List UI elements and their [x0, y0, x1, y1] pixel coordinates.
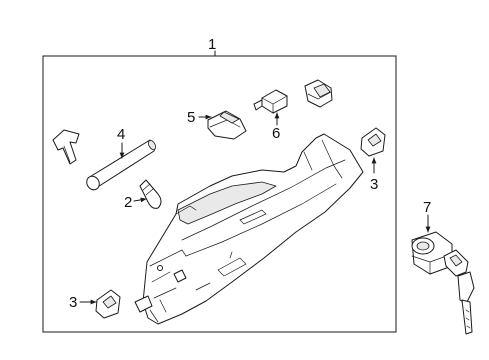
- callout-2-leader: [133, 197, 147, 203]
- callout-4: 4: [117, 126, 125, 159]
- part-clip-t: [52, 129, 80, 165]
- callout-6-label: 6: [272, 125, 280, 142]
- glove-box-body: [134, 133, 364, 325]
- callout-3-top-label: 3: [370, 176, 378, 193]
- part-2-pin: [139, 179, 162, 209]
- callout-3-top: 3: [370, 157, 378, 193]
- part-3-stopper-top: [360, 127, 386, 157]
- part-5-bracket: [207, 110, 247, 140]
- part-7-keys: [443, 249, 475, 335]
- assembly-frame: [42, 55, 397, 333]
- callout-2-label: 2: [124, 194, 132, 211]
- part-7-lock-cylinder: [411, 231, 453, 275]
- callout-7: 7: [423, 199, 431, 233]
- callout-1: 1: [208, 36, 216, 57]
- callout-1-label: 1: [208, 36, 216, 53]
- callout-5: 5: [187, 109, 212, 126]
- part-4-hinge-rod: [86, 139, 157, 191]
- callout-3-bottom: 3: [69, 294, 97, 311]
- part-lamp-socket: [304, 79, 333, 108]
- callout-4-label: 4: [117, 126, 125, 143]
- callout-2: 2: [124, 194, 147, 211]
- part-6-switch: [253, 89, 288, 114]
- callout-5-label: 5: [187, 109, 195, 126]
- callout-3-bottom-label: 3: [69, 294, 77, 311]
- part-3-stopper-bottom: [95, 289, 121, 319]
- callout-6: 6: [272, 112, 280, 142]
- callout-7-label: 7: [423, 199, 431, 216]
